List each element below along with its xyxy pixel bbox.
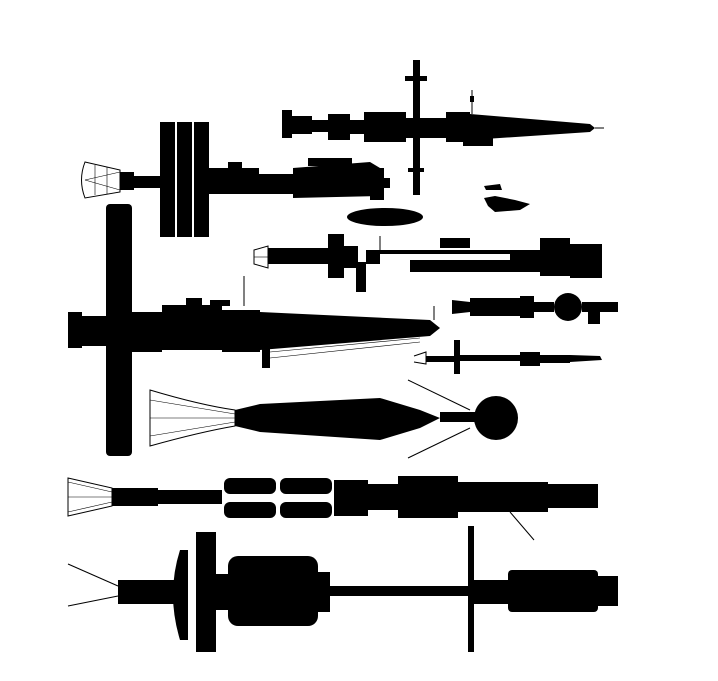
- ship-solar-wing-station: [81, 122, 423, 237]
- ship-tank-liner: [67, 476, 598, 541]
- ship-girder-cruiser: [253, 234, 602, 292]
- ship-long-lance: [282, 60, 604, 195]
- ship-big-wing-station: [68, 204, 440, 456]
- ship-small-pod-b: [484, 196, 530, 212]
- ship-heavy-freighter: [67, 526, 618, 652]
- ship-bell-sphere: [149, 379, 518, 459]
- ship-sphere-probe: [452, 293, 618, 324]
- ship-small-pod-a: [484, 184, 502, 190]
- ship-small-needle: [413, 340, 602, 374]
